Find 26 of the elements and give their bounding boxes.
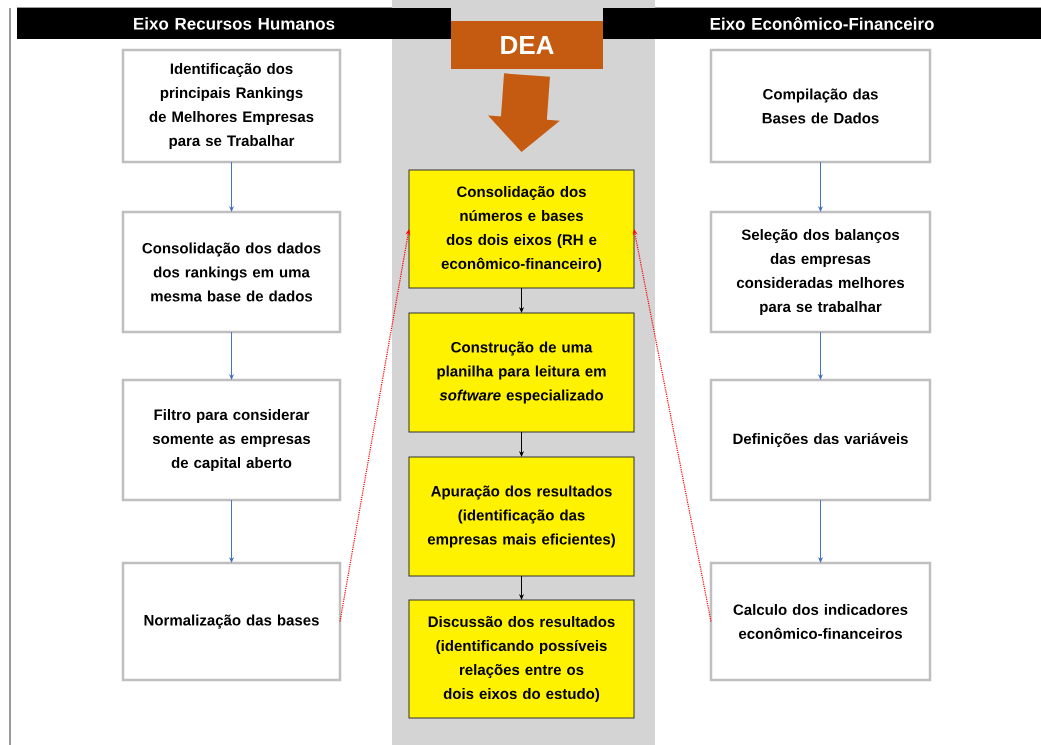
- process-box: Definições das variáveis: [709, 378, 932, 502]
- process-box: Identificação dos principais Rankings de Melhores Empresas para se Trabalhar: [121, 48, 342, 164]
- arrow: [818, 499, 823, 563]
- arrow: [229, 161, 234, 212]
- process-box: Discussão dos resultados (identificando possíveis relações entre os dois eixos do estudo): [408, 599, 635, 719]
- header-band: Eixo Recursos Humanos: [17, 8, 451, 39]
- process-box: Consolidação dos números e bases dos dois eixos (RH e econômico-financeiro): [408, 169, 635, 289]
- title-box: DEA: [451, 21, 603, 69]
- process-box: Seleção dos balanços das empresas consideradas melhores para se trabalhar: [709, 210, 932, 334]
- process-box: Normalização das bases: [121, 561, 342, 682]
- arrow: [229, 499, 234, 563]
- dotted-arrow: [339, 229, 411, 623]
- process-box: Filtro para considerar somente as empresas de capital aberto: [121, 378, 342, 502]
- process-box: Apuração dos resultados (identificação das empresas mais eficientes): [408, 456, 635, 577]
- process-box: Compilação das Bases de Dados: [709, 48, 932, 164]
- process-box: Construção de uma planilha para leitura em software especializado: [408, 312, 635, 433]
- header-band: Eixo Econômico-Financeiro: [603, 8, 1041, 39]
- arrow: [818, 331, 823, 380]
- dotted-arrow: [632, 229, 712, 623]
- arrow: [818, 161, 823, 212]
- arrow: [229, 331, 234, 380]
- arrow: [519, 287, 524, 313]
- process-box: Consolidação dos dados dos rankings em uma mesma base de dados: [121, 210, 342, 334]
- arrow: [519, 431, 524, 457]
- process-box: Calculo dos indicadores econômico-financeiros: [709, 561, 932, 682]
- arrow: [519, 575, 524, 600]
